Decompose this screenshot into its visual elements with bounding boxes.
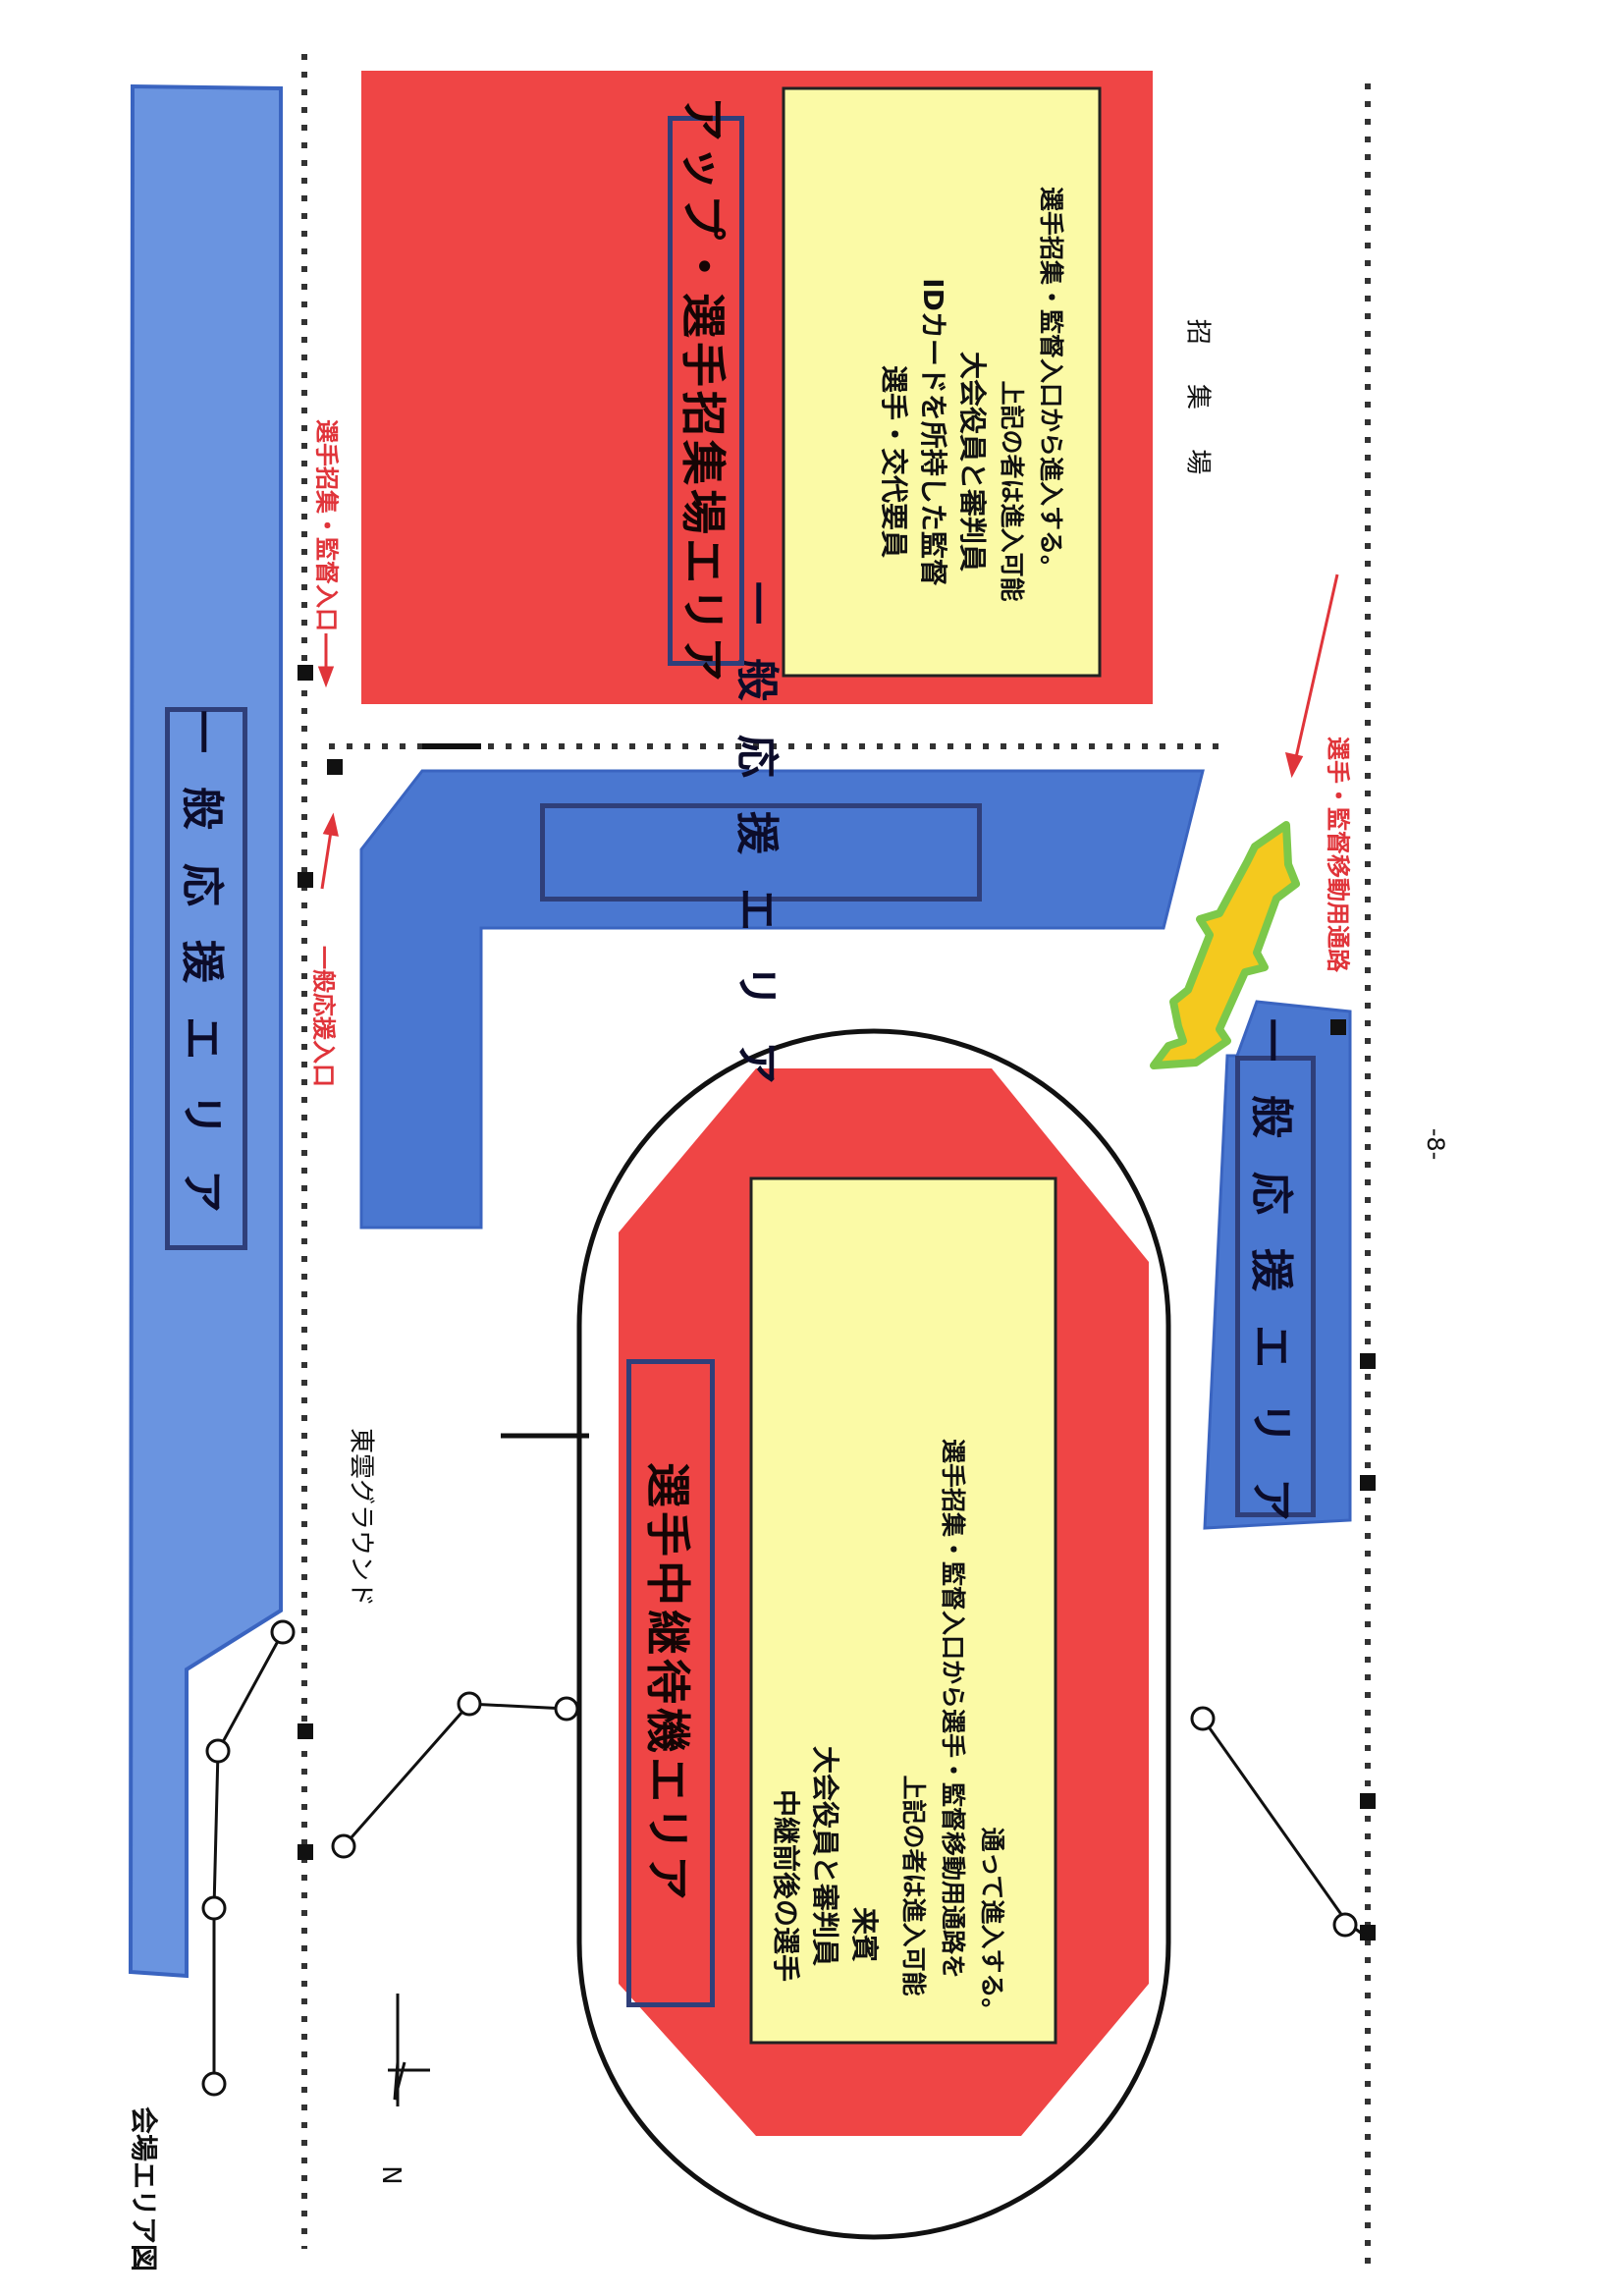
relay-note-box xyxy=(749,1176,1057,2045)
north-label: N xyxy=(376,2165,406,2185)
red-arrows xyxy=(317,574,1339,890)
upper-entry-note-2: 選手招集・監督入口から進入する。 xyxy=(1037,186,1065,580)
player-call-coach-entrance-label: 選手招集・監督入口 xyxy=(312,419,341,631)
general-cheer-label-top: 一般応援エリア xyxy=(177,710,227,1246)
relay-allowed-2: 大会役員と審判員 xyxy=(809,1745,841,1967)
relay-entry-note-2: 選手招集・監督入口から選手・監督移動用通路を xyxy=(939,1438,967,1980)
course-circles xyxy=(201,1619,1358,2097)
upper-allowed-2: IDカードを所持した監督 xyxy=(917,278,949,586)
relay-allowed-1: 中継前後の選手 xyxy=(770,1788,802,1983)
ground-label: 東雲グラウンド xyxy=(346,1427,376,1608)
relay-entry-note-3: 通って進入する。 xyxy=(978,1827,1006,2023)
relay-area-title-box xyxy=(626,1359,715,2007)
relay-entry-note-1: 上記の者は進入可能 xyxy=(899,1775,928,1996)
page-title: 会場エリア図 xyxy=(128,2105,160,2272)
gate-markers xyxy=(298,665,1376,1941)
upper-entry-note-1: 上記の者は進入可能 xyxy=(998,380,1026,602)
player-coach-passage-label: 選手・監督移動用通路 xyxy=(1324,737,1352,972)
general-cheer-area-top-shape xyxy=(128,83,283,1979)
upper-note-box xyxy=(782,86,1102,678)
upper-area-title: アップ・選手招集場エリア xyxy=(677,96,730,685)
general-cheer-area-middle-shape xyxy=(359,769,1205,1230)
general-cheer-label-box-top xyxy=(165,707,247,1250)
general-cheer-label-box-bottom xyxy=(1235,1056,1316,1517)
relay-area-title: 選手中継待機エリア xyxy=(641,1462,694,1904)
relay-allowed-3: 来賓 xyxy=(848,1906,881,1963)
movement-double-arrow-icon xyxy=(1150,821,1300,1069)
general-cheer-entrance-label: 一般応援入口 xyxy=(309,946,338,1087)
upper-allowed-1: 選手・交代要員 xyxy=(878,364,910,559)
general-cheer-label-bottom: 一般応援エリア xyxy=(1246,1018,1296,1555)
call-place-label: 招 集 場 xyxy=(1182,318,1213,491)
upper-area-title-box xyxy=(668,116,744,666)
page-number: -8- xyxy=(1422,1127,1449,1161)
general-cheer-label-box-middle xyxy=(540,803,982,902)
upper-allowed-3: 大会役員と審判員 xyxy=(956,351,989,573)
north-symbol-icon xyxy=(388,1994,430,2106)
